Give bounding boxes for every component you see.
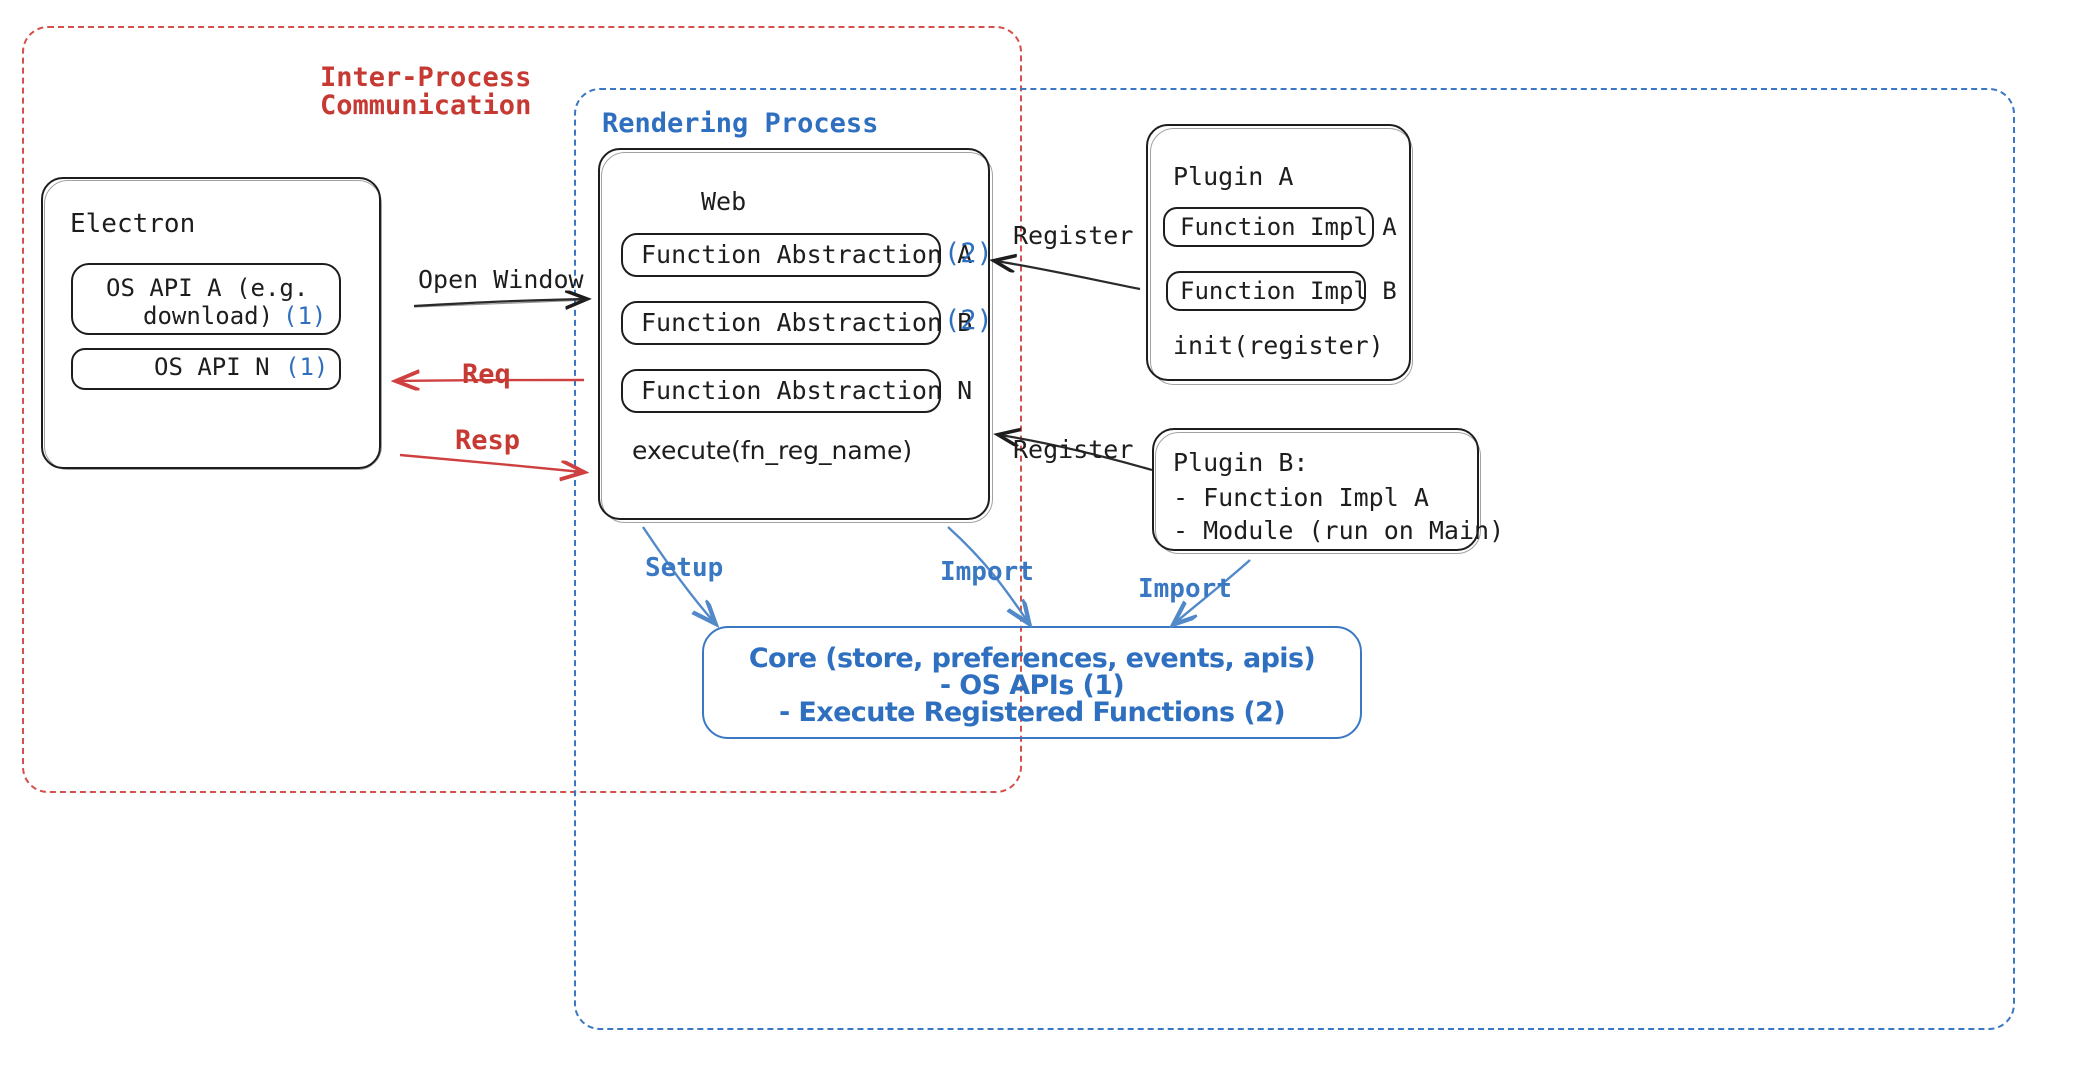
edge-register-b-label: Register [1013,435,1134,464]
edge-resp-label: Resp [455,425,521,456]
os-api-n-box[interactable] [71,348,341,390]
edge-setup-label: Setup [645,553,724,583]
plugin-a-function-impl-a-box[interactable] [1163,207,1374,247]
plugin-b-box [1152,428,1479,551]
core-line-1: Core (store, preferences, events, apis) [748,643,1316,674]
electron-box-shadow [44,180,382,470]
function-abstraction-b-label: Function Abstraction B [641,308,973,337]
edge-import-web [947,526,1028,622]
edge-register-a [996,261,1141,291]
plugin-a-init-label: init(register) [1173,331,1384,360]
edge-open-window-label: Open Window [418,265,584,294]
rendering-process-region-boundary [574,88,2015,1030]
edge-register-b [1000,435,1153,472]
plugin-a-box [1146,124,1411,381]
edge-import-web-label: Import [940,557,1034,587]
edge-register-a-label: Register [1013,221,1134,250]
web-title: Web [701,187,747,216]
plugin-b-box-shadow [1155,432,1481,554]
os-api-a-box[interactable] [71,263,341,335]
edge-setup [642,526,714,622]
plugin-a-function-impl-b-label: Function Impl B [1180,277,1397,305]
web-execute-label: execute(fn_reg_name) [632,436,913,465]
function-abstraction-n-box[interactable] [621,369,941,413]
os-api-a-label-line2: download) [143,302,274,330]
function-abstraction-n-label: Function Abstraction N [641,376,973,405]
ipc-region-boundary [22,26,1022,793]
edge-import-plugin-label: Import [1138,574,1232,604]
function-abstraction-b-box[interactable] [621,301,941,345]
function-abstraction-a-box[interactable] [621,233,941,277]
os-api-n-label: OS API N [154,353,270,381]
edge-open-window [413,299,588,307]
plugin-a-function-impl-a-label: Function Impl A [1180,213,1397,241]
ipc-region-label-line2: Communication [320,90,532,121]
plugin-a-function-impl-b-box[interactable] [1166,271,1366,311]
electron-box [41,177,381,469]
ipc-region-label-line1: Inter-Process [320,62,532,93]
function-abstraction-b-marker: (2) [944,305,993,336]
plugin-a-box-shadow [1150,128,1413,385]
function-abstraction-a-marker: (2) [944,238,993,269]
os-api-n-marker: (1) [285,353,329,381]
electron-title: Electron [70,209,196,239]
web-box [598,148,990,520]
plugin-b-title: Plugin B: [1173,448,1309,477]
core-line-3: - Execute Registered Functions (2) [779,697,1286,728]
function-abstraction-a-label: Function Abstraction A [641,240,973,269]
edge-import-plugin [1175,559,1251,623]
edge-req-label: Req [462,359,511,390]
edge-resp [399,453,582,472]
os-api-a-marker: (1) [283,302,327,330]
plugin-b-item-1: - Module (run on Main) [1173,516,1505,545]
rendering-process-label: Rendering Process [602,108,879,139]
plugin-a-title: Plugin A [1173,162,1294,191]
edge-req [398,380,585,381]
web-box-shadow [601,152,993,523]
plugin-b-item-0: - Function Impl A [1173,483,1429,512]
os-api-a-label-line1: OS API A (e.g. [106,274,309,302]
core-line-2: - OS APIs (1) [939,670,1125,701]
